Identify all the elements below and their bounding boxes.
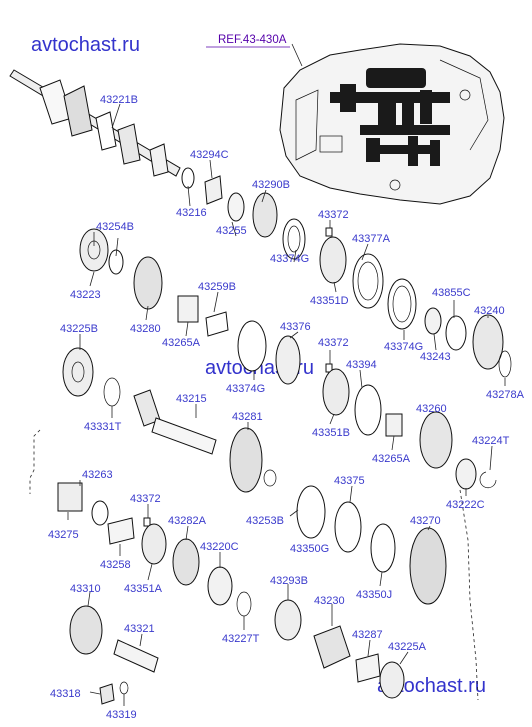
part-label: 43351B xyxy=(312,427,350,439)
part-label: 43376 xyxy=(280,321,311,333)
part-label: 43243 xyxy=(420,351,451,363)
part-label: 43372 xyxy=(130,493,161,505)
part-label: 43374G xyxy=(270,253,309,265)
part-label: 43374G xyxy=(226,383,265,395)
part-label: 43270 xyxy=(410,515,441,527)
part-label: 43259B xyxy=(198,281,236,293)
part-label: 43372 xyxy=(318,337,349,349)
part-label: 43350J xyxy=(356,589,392,601)
part-label: 43221B xyxy=(100,94,138,106)
part-label: 43287 xyxy=(352,629,383,641)
part-label: 43227T xyxy=(222,633,260,645)
part-label: 43265A xyxy=(162,337,201,349)
part-label: 43290B xyxy=(252,179,290,191)
part-label: 43375 xyxy=(334,475,365,487)
part-label: 43255 xyxy=(216,225,247,237)
ref-label: REF.43-430A xyxy=(218,34,287,46)
part-label: 43258 xyxy=(100,559,131,571)
part-label: 43230 xyxy=(314,595,345,607)
leader-lines xyxy=(29,103,506,706)
part-label: 43321 xyxy=(124,623,155,635)
part-label: 43350G xyxy=(290,543,329,555)
part-label: 43293B xyxy=(270,575,308,587)
part-label: 43225B xyxy=(60,323,98,335)
part-label: 43374G xyxy=(384,341,423,353)
part-label: 43294C xyxy=(190,149,229,161)
part-label: 43225A xyxy=(388,641,427,653)
part-label: 43222C xyxy=(446,499,485,511)
part-label: 43240 xyxy=(474,305,505,317)
watermark-top-left: avtochast.ru xyxy=(31,34,140,56)
transmission-housing-illustration xyxy=(279,43,505,205)
part-label: 43215 xyxy=(176,393,207,405)
part-label: 43351D xyxy=(310,295,349,307)
part-label: 43278A xyxy=(486,389,525,401)
part-label: 43855C xyxy=(432,287,471,299)
part-label: 43282A xyxy=(168,515,207,527)
part-label: 43280 xyxy=(130,323,161,335)
part-label: 43281 xyxy=(232,411,263,423)
part-label: 43275 xyxy=(48,529,79,541)
part-label: 43260 xyxy=(416,403,447,415)
part-label: 43223 xyxy=(70,289,101,301)
part-label: 43318 xyxy=(50,688,81,700)
part-labels: 43221B 43294C 43216 43290B 43255 43372 4… xyxy=(48,94,525,721)
part-label: 43265A xyxy=(372,453,411,465)
part-label: 43377A xyxy=(352,233,391,245)
part-label: 43310 xyxy=(70,583,101,595)
part-label: 43254B xyxy=(96,221,134,233)
part-label: 43253B xyxy=(246,515,284,527)
part-label: 43351A xyxy=(124,583,163,595)
part-label: 43216 xyxy=(176,207,207,219)
part-label: 43220C xyxy=(200,541,239,553)
part-label: 43319 xyxy=(106,709,137,721)
part-label: 43394 xyxy=(346,359,377,371)
parts-illustrations xyxy=(57,167,512,705)
main-shaft-43221B xyxy=(9,69,181,177)
part-label: 43331T xyxy=(84,421,122,433)
part-label: 43224T xyxy=(472,435,510,447)
part-label: 43263 xyxy=(82,469,113,481)
part-label: 43372 xyxy=(318,209,349,221)
